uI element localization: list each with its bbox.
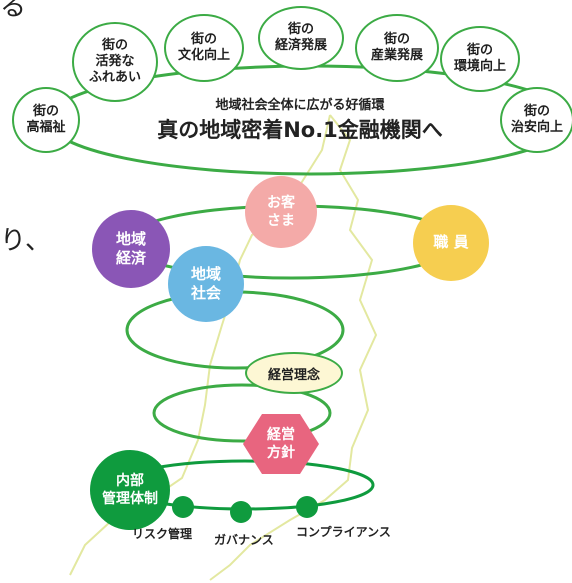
goal-line2: 治安向上 <box>510 120 563 135</box>
community-line2: 社会 <box>190 284 221 302</box>
goal-industry: 街の 産業発展 <box>355 14 439 82</box>
customers-line1: お客 <box>267 194 295 211</box>
pillar-risk-label: リスク管理 <box>132 527 193 541</box>
pillar-dot-compliance <box>296 496 318 518</box>
goal-line2: 文化向上 <box>177 48 230 63</box>
goal-line1: 街の <box>466 42 493 58</box>
management-philosophy-badge: 経営理念 <box>245 352 343 394</box>
community-line1: 地域 <box>190 264 221 283</box>
ring-title: 真の地域密着No.1金融機関へ <box>157 118 443 142</box>
circle-regional-economy: 地域 経済 <box>92 210 170 288</box>
goal-safety: 街の 治安向上 <box>500 87 572 153</box>
goal-line1: 街の <box>190 31 217 47</box>
regional-economy-line2: 経済 <box>115 249 146 267</box>
goal-line2: 高福祉 <box>26 120 66 135</box>
circle-community: 地域 社会 <box>168 246 244 322</box>
goal-line3: ふれあい <box>88 70 141 86</box>
management-policy-text: 経営 方針 <box>251 418 311 470</box>
goal-active-interaction: 街の 活発な ふれあい <box>72 22 158 102</box>
goal-line2: 環境向上 <box>453 59 506 74</box>
goal-environment: 街の 環境向上 <box>440 26 520 92</box>
goal-line2: 産業発展 <box>370 48 423 63</box>
pillar-governance-label: ガバナンス <box>214 533 274 547</box>
goal-line1: 街の <box>383 31 410 47</box>
pillar-dot-risk <box>172 496 194 518</box>
ring-subtitle: 地域社会全体に広がる好循環 <box>215 98 385 113</box>
goal-high-welfare: 街の 高福祉 <box>12 87 80 153</box>
employees-line1: 職 員 <box>433 233 469 252</box>
circle-customers: お客 さま <box>245 176 317 248</box>
lower-ring <box>152 383 332 443</box>
pillar-dot-governance <box>230 501 252 523</box>
circle-internal-control: 内部 管理体制 <box>90 450 170 530</box>
goal-line1: 街の <box>32 103 59 119</box>
regional-economy-line1: 地域 <box>115 229 146 248</box>
goal-line2: 活発な <box>95 53 135 69</box>
goal-economy: 街の 経済発展 <box>258 6 344 70</box>
customers-line2: さま <box>267 213 295 229</box>
goal-line1: 街の <box>101 37 128 53</box>
management-philosophy-label: 経営理念 <box>267 367 320 383</box>
side-text-middle: り、 <box>0 226 51 256</box>
management-policy-line2: 方針 <box>267 445 295 461</box>
goal-culture: 街の 文化向上 <box>164 14 244 82</box>
internal-control-line2: 管理体制 <box>102 491 158 507</box>
management-policy-line1: 経営 <box>267 426 295 443</box>
circle-employees: 職 員 <box>413 205 489 281</box>
goal-line2: 経済発展 <box>274 38 327 53</box>
goal-line1: 街の <box>287 21 314 37</box>
goal-line1: 街の <box>523 103 550 119</box>
side-text-top: る <box>0 0 27 22</box>
pillar-compliance-label: コンプライアンス <box>296 525 391 539</box>
internal-control-line1: 内部 <box>116 472 144 489</box>
